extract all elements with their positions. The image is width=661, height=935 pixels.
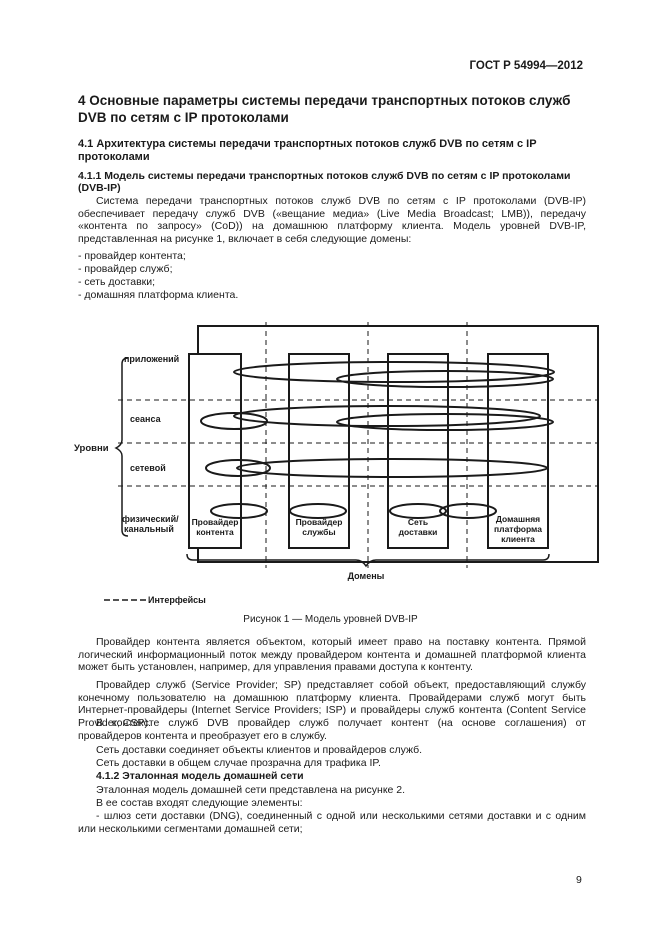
standard-header: ГОСТ Р 54994—2012 (469, 60, 583, 72)
section-4-1-1-heading: 4.1.1 Модель системы передачи транспортн… (78, 170, 571, 194)
level-label: физический/ (122, 514, 179, 524)
section-4-1-2-heading: 4.1.2 Эталонная модель домашней сети (96, 770, 304, 782)
section-4-1-heading: 4.1 Архитектура системы передачи транспо… (78, 138, 537, 163)
domain-label: Домашняя (496, 514, 540, 524)
domain-label: доставки (399, 527, 438, 537)
level-label: сетевой (130, 463, 166, 473)
domain-label: Провайдер (296, 517, 343, 527)
domain-label: контента (196, 527, 234, 537)
levels-label: Уровни (74, 443, 109, 454)
domain-list-item: - провайдер служб; (78, 263, 173, 275)
dng-list-item: - шлюз сети доставки (DNG), соединенный … (78, 810, 586, 835)
level-label: сеанса (130, 414, 162, 424)
domain-label: службы (302, 527, 335, 537)
elements-intro-paragraph: В ее состав входят следующие элементы: (96, 797, 303, 809)
domain-list-item: - провайдер контента; (78, 250, 186, 262)
level-label: канальный (124, 524, 174, 534)
domains-label: Домены (348, 571, 385, 581)
content-provider-paragraph: Провайдер контента является объектом, ко… (78, 636, 586, 674)
service-provider-paragraph: Провайдер служб (Service Provider; SP) п… (78, 679, 586, 729)
section-4-heading: 4 Основные параметры системы передачи тр… (78, 93, 571, 125)
delivery-network-paragraph: Сеть доставки соединяет объекты клиентов… (96, 744, 423, 756)
home-network-paragraph: Эталонная модель домашней сети представл… (96, 784, 406, 796)
figure-caption: Рисунок 1 — Модель уровней DVB-IP (243, 614, 418, 625)
domain-label: Провайдер (192, 517, 239, 527)
level-label: приложений (124, 354, 179, 364)
page-number: 9 (576, 874, 582, 886)
domain-label: платформа (494, 524, 542, 534)
dvb-ip-layer-model-figure: приложений сеанса сетевой физический/ ка… (74, 322, 599, 605)
domain-label: Сеть (408, 517, 428, 527)
dvb-context-paragraph: В контексте служб DVB провайдер служб по… (78, 717, 586, 742)
domain-label: клиента (501, 534, 535, 544)
intro-paragraph: Система передачи транспортных потоков сл… (78, 195, 586, 245)
transparency-paragraph: Сеть доставки в общем случае прозрачна д… (96, 757, 381, 769)
legend-interfaces-label: Интерфейсы (148, 595, 206, 605)
domain-list-item: - сеть доставки; (78, 276, 156, 288)
domain-list-item: - домашняя платформа клиента. (78, 289, 239, 301)
